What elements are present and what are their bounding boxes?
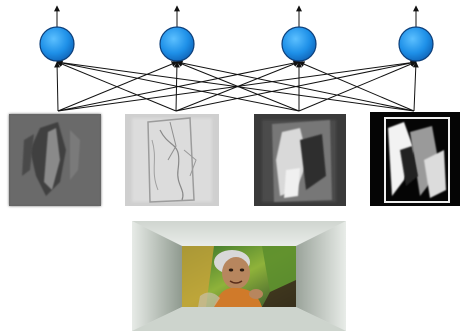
neuron-3 [281, 26, 317, 62]
connection-4-3 [298, 61, 415, 112]
input-image [132, 221, 346, 331]
feature-map-1 [9, 114, 101, 206]
output-layer [39, 5, 434, 62]
painting-woman [182, 246, 296, 307]
connection-3-1 [56, 60, 300, 112]
connection-4-2 [176, 60, 415, 112]
connection-2-1 [56, 61, 177, 112]
connection-lines [54, 59, 419, 112]
feature-map-4 [370, 112, 460, 206]
feature-map-2 [125, 114, 219, 206]
neuron-1 [39, 26, 75, 62]
neuron-4 [398, 26, 434, 62]
connection-4-1 [56, 59, 415, 112]
feature-map-3 [254, 114, 346, 206]
connection-1-1 [54, 61, 61, 112]
connection-4-4 [412, 61, 419, 112]
neuron-2 [159, 26, 195, 62]
